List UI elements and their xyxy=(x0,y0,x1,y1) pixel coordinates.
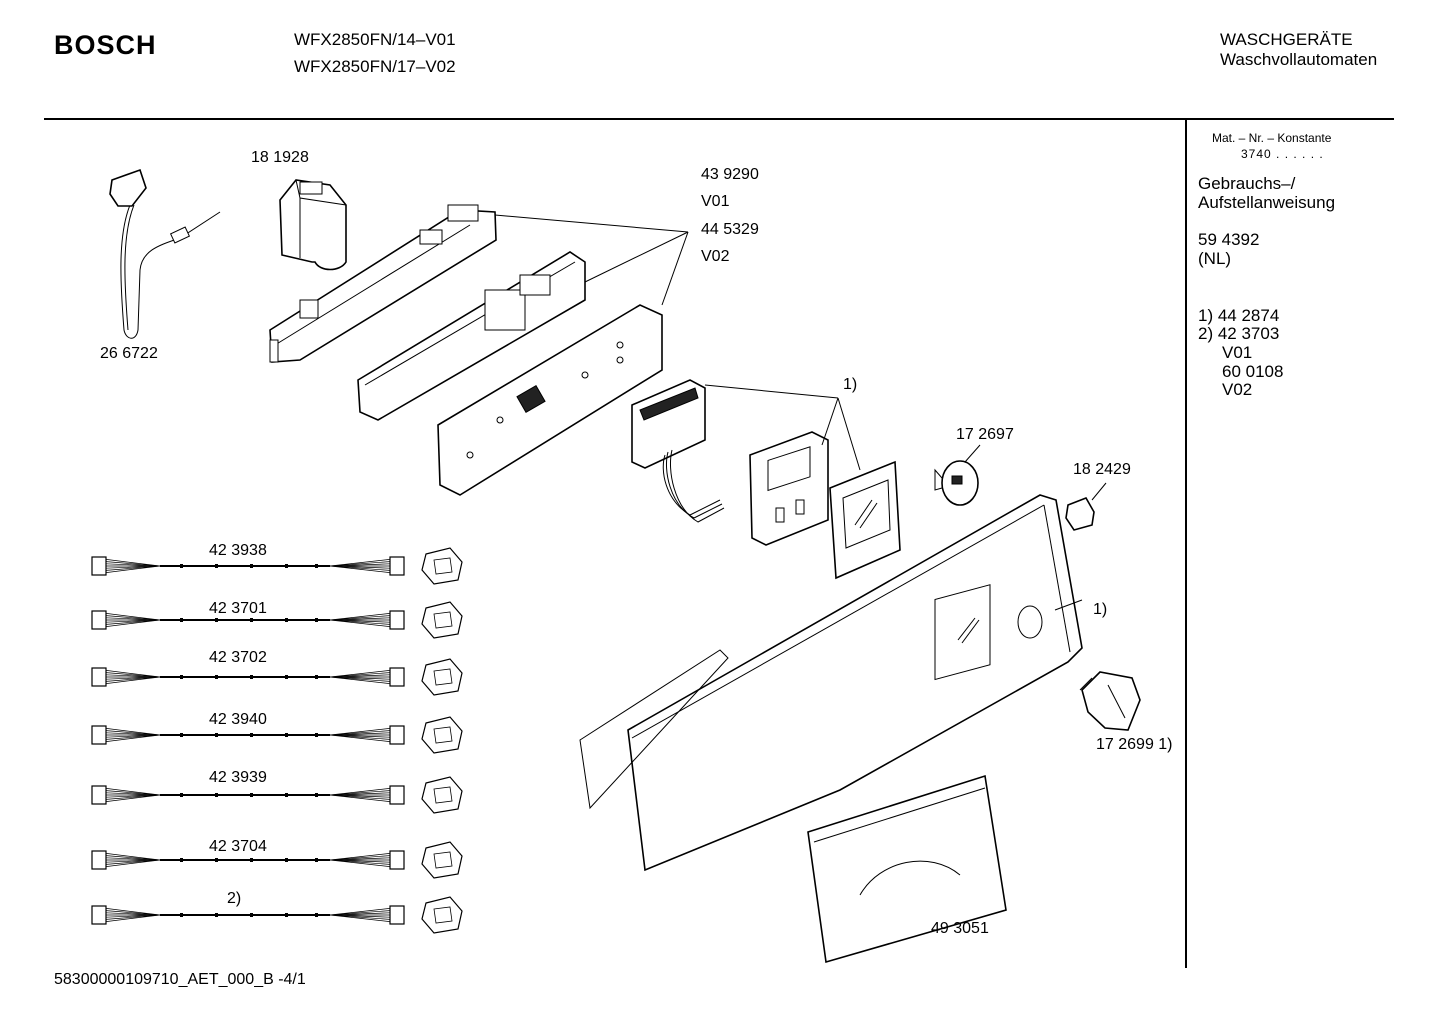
label-ref-1-right: 1) xyxy=(1093,601,1108,618)
note-3: V01 xyxy=(1222,343,1253,362)
label-266722: 26 6722 xyxy=(100,345,158,362)
label-181928: 18 1928 xyxy=(251,149,309,166)
label-v02: V02 xyxy=(701,248,730,265)
label-harness-7: 2) xyxy=(227,890,242,907)
category-title: WASCHGERÄTE xyxy=(1220,30,1353,49)
fixing-clip-part xyxy=(1065,497,1095,531)
label-172697: 17 2697 xyxy=(956,426,1014,443)
electronic-module-part xyxy=(437,304,663,496)
mat-nr-value: 3740 . . . . . . xyxy=(1241,147,1324,161)
power-cord-part xyxy=(109,168,221,339)
label-445329: 44 5329 xyxy=(701,221,759,238)
control-panel-fascia-part xyxy=(627,494,1083,872)
display-module-part xyxy=(631,379,725,523)
wire-harness-4 xyxy=(91,716,463,754)
label-harness-1: 42 3938 xyxy=(209,542,267,559)
harness-group xyxy=(91,547,463,934)
programme-knob-part xyxy=(1079,671,1141,731)
knob-shaft-part xyxy=(934,460,979,506)
label-harness-2: 42 3701 xyxy=(209,600,267,617)
note-4: 60 0108 xyxy=(1222,362,1284,381)
manual-label-2: Aufstellanweisung xyxy=(1198,193,1336,212)
label-182429: 18 2429 xyxy=(1073,461,1131,478)
model-number-2: WFX2850FN/17–V02 xyxy=(294,57,456,76)
mat-nr-label: Mat. – Nr. – Konstante xyxy=(1212,131,1332,145)
detergent-drawer-part xyxy=(807,774,1007,964)
label-harness-6: 42 3704 xyxy=(209,838,267,855)
panel-seal-part xyxy=(579,649,729,810)
wire-harness-5 xyxy=(91,776,463,814)
wire-harness-1 xyxy=(91,547,463,585)
module-carrier-part xyxy=(269,204,497,363)
note-5: V02 xyxy=(1222,380,1253,399)
note-1: 1) 44 2874 xyxy=(1198,306,1280,325)
manual-label-1: Gebrauchs–/ xyxy=(1198,174,1296,193)
label-harness-4: 42 3940 xyxy=(209,711,267,728)
header-divider xyxy=(44,118,1394,120)
brand-logo: BOSCH xyxy=(54,30,157,60)
label-v01: V01 xyxy=(701,193,730,210)
model-number-1: WFX2850FN/14–V01 xyxy=(294,30,456,49)
label-harness-3: 42 3702 xyxy=(209,649,267,666)
label-439290: 43 9290 xyxy=(701,166,759,183)
label-harness-5: 42 3939 xyxy=(209,769,267,786)
note-2: 2) 42 3703 xyxy=(1198,324,1280,343)
document-code: 58300000109710_AET_000_B -4/1 xyxy=(54,971,306,988)
label-ref-1-top: 1) xyxy=(843,376,858,393)
wire-harness-7 xyxy=(91,896,463,934)
manual-language: (NL) xyxy=(1198,249,1232,268)
sidebar-divider xyxy=(1185,120,1187,968)
wire-harness-3 xyxy=(91,658,463,696)
button-carrier-part xyxy=(749,431,829,546)
wire-harness-6 xyxy=(91,841,463,879)
manual-number: 59 4392 xyxy=(1198,230,1260,249)
pcb-frame-part xyxy=(357,251,586,421)
display-window-part xyxy=(829,460,901,580)
wire-harness-2 xyxy=(91,601,463,639)
category-subtitle: Waschvollautomaten xyxy=(1220,50,1378,69)
interference-filter-part xyxy=(279,179,347,271)
label-493051: 49 3051 xyxy=(931,920,989,937)
label-172699: 17 2699 1) xyxy=(1096,736,1173,753)
